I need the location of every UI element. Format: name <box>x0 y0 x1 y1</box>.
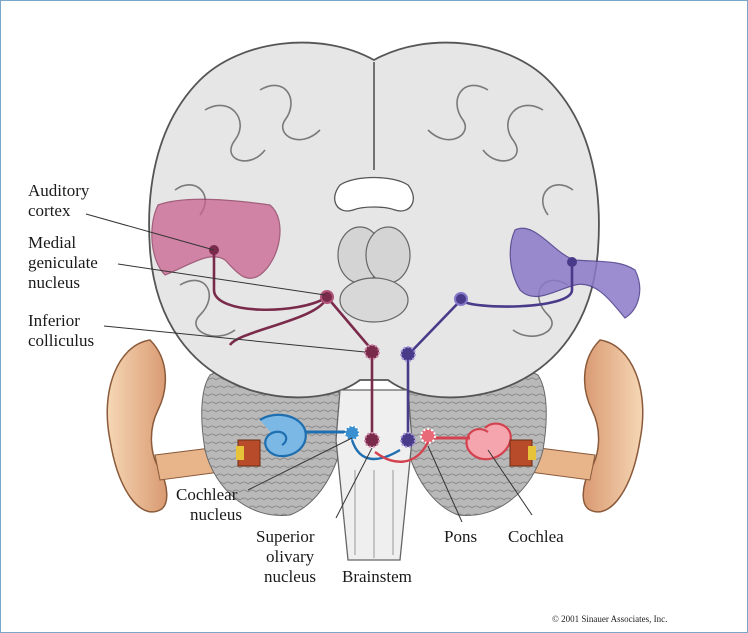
label-cochlea: Cochlea <box>508 527 564 546</box>
crossing-fibers <box>350 439 430 463</box>
label-inferior-colliculus-line1: Inferior <box>28 311 80 330</box>
label-cochlear-nucleus-line2: nucleus <box>190 505 242 524</box>
right-cochlea <box>420 422 536 467</box>
label-pons: Pons <box>444 527 477 546</box>
label-brainstem: Brainstem <box>342 567 412 586</box>
label-medial-geniculate-line2: geniculate <box>28 253 98 272</box>
label-medial-geniculate-line3: nucleus <box>28 273 80 292</box>
label-inferior-colliculus-line2: colliculus <box>28 331 94 350</box>
label-superior-olivary-line2: olivary <box>266 547 315 566</box>
label-auditory-cortex-line2: cortex <box>28 201 71 220</box>
label-cochlear-nucleus-line1: Cochlear <box>176 485 238 504</box>
label-auditory-cortex-line1: Auditory <box>28 181 90 200</box>
left-cochlea <box>236 413 360 467</box>
copyright-notice: © 2001 Sinauer Associates, Inc. <box>552 614 667 624</box>
label-superior-olivary-line1: Superior <box>256 527 315 546</box>
left-auditory-cortex <box>151 198 281 279</box>
nuclei <box>209 245 577 448</box>
label-medial-geniculate-line1: Medial <box>28 233 76 252</box>
label-superior-olivary-line3: nucleus <box>264 567 316 586</box>
leader-lines <box>85 213 533 523</box>
brainstem-structure <box>335 389 413 561</box>
